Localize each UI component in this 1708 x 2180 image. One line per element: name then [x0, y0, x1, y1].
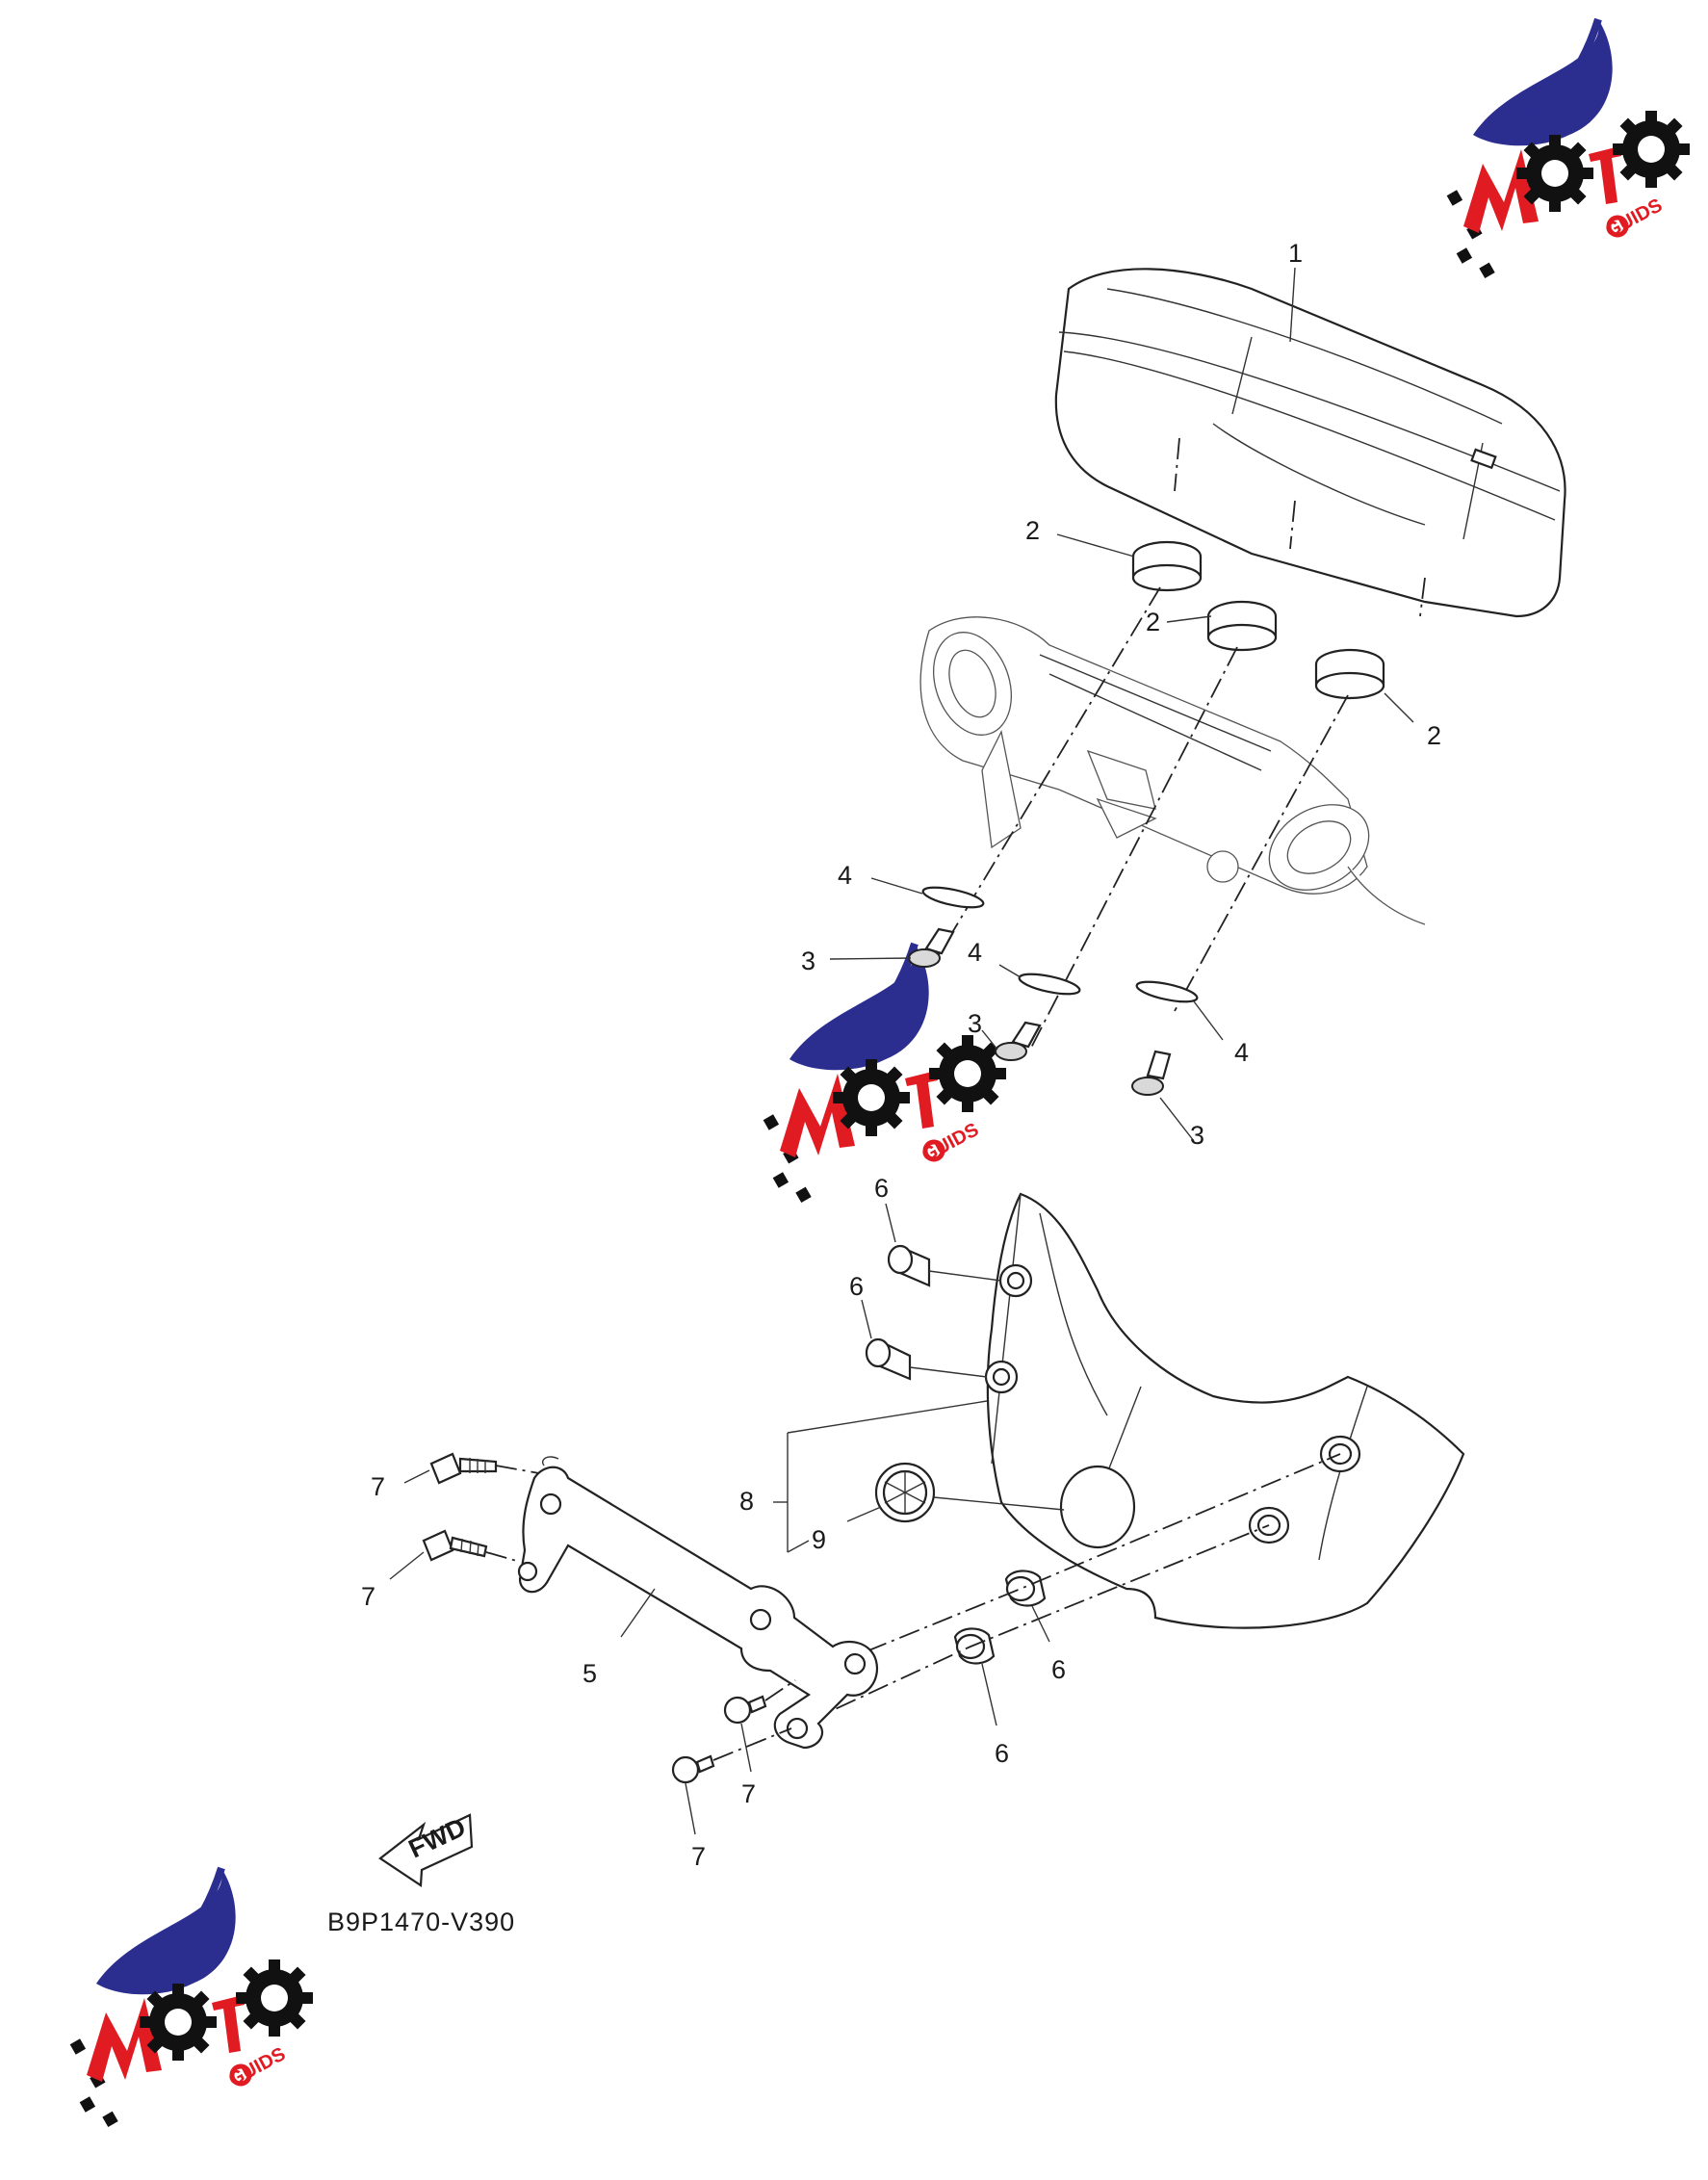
callout-6b: 6 — [849, 1272, 864, 1301]
callout-7b: 7 — [361, 1582, 375, 1611]
grommet-2a — [1131, 540, 1203, 592]
callout-2b: 2 — [1146, 608, 1160, 636]
callout-6d: 6 — [995, 1739, 1009, 1768]
centerline-cowl-upper — [866, 1453, 1341, 1652]
collar-6d — [953, 1627, 996, 1665]
callout-2c: 2 — [1427, 721, 1441, 750]
bolt-7a — [429, 1452, 540, 1485]
callout-3b: 3 — [968, 1009, 982, 1038]
washer-4a — [921, 886, 985, 909]
callout-4a: 4 — [838, 861, 852, 890]
callout-7c: 7 — [741, 1779, 756, 1808]
centerline-right — [1174, 694, 1349, 1012]
fwd-arrow-icon: FWD — [378, 1812, 474, 1887]
screw-3c — [1131, 1050, 1172, 1096]
meter-mounting-bracket — [919, 616, 1426, 925]
callout-2a: 2 — [1025, 516, 1040, 545]
meter-cowl — [984, 1192, 1465, 1629]
grommet-2b — [1206, 600, 1278, 652]
watermark-logo-top-right: GUIDS — [1447, 19, 1690, 278]
collar-6c — [1004, 1570, 1047, 1607]
emblem-9 — [874, 1462, 1065, 1523]
callout-5: 5 — [582, 1659, 597, 1688]
callout-7d: 7 — [691, 1842, 706, 1871]
stay-5 — [517, 1456, 879, 1750]
centerline-cowl-lower — [803, 1524, 1270, 1725]
washer-4b — [1018, 973, 1081, 996]
callout-4b: 4 — [968, 938, 982, 967]
grommet-2c — [1314, 648, 1385, 700]
watermark-logo-bottom-left: GUIDS — [70, 1868, 313, 2127]
callout-3a: 3 — [801, 947, 815, 975]
callout-7a: 7 — [371, 1472, 385, 1501]
collar-6b — [865, 1337, 988, 1381]
callouts: 1 2 2 2 3 3 3 4 4 4 5 6 6 6 6 7 7 7 7 8 … — [361, 239, 1441, 1871]
callout-1: 1 — [1288, 239, 1303, 268]
callout-4c: 4 — [1234, 1038, 1249, 1067]
callout-3c: 3 — [1190, 1121, 1204, 1150]
callout-8: 8 — [739, 1487, 754, 1516]
bolt-7b — [422, 1529, 521, 1563]
collar-6a — [887, 1244, 1002, 1287]
callout-9: 9 — [812, 1525, 826, 1554]
screw-3b — [995, 1021, 1042, 1061]
diagram-code: B9P1470-V390 — [327, 1908, 515, 1936]
watermark-logo-center: GUIDS — [763, 944, 1006, 1203]
bolt-7c — [723, 1679, 796, 1725]
leader-lines — [389, 267, 1414, 1835]
callout-6a: 6 — [874, 1174, 889, 1203]
callout-6c: 6 — [1051, 1655, 1066, 1684]
washer-4c — [1135, 980, 1199, 1003]
bolt-7d — [671, 1727, 792, 1784]
